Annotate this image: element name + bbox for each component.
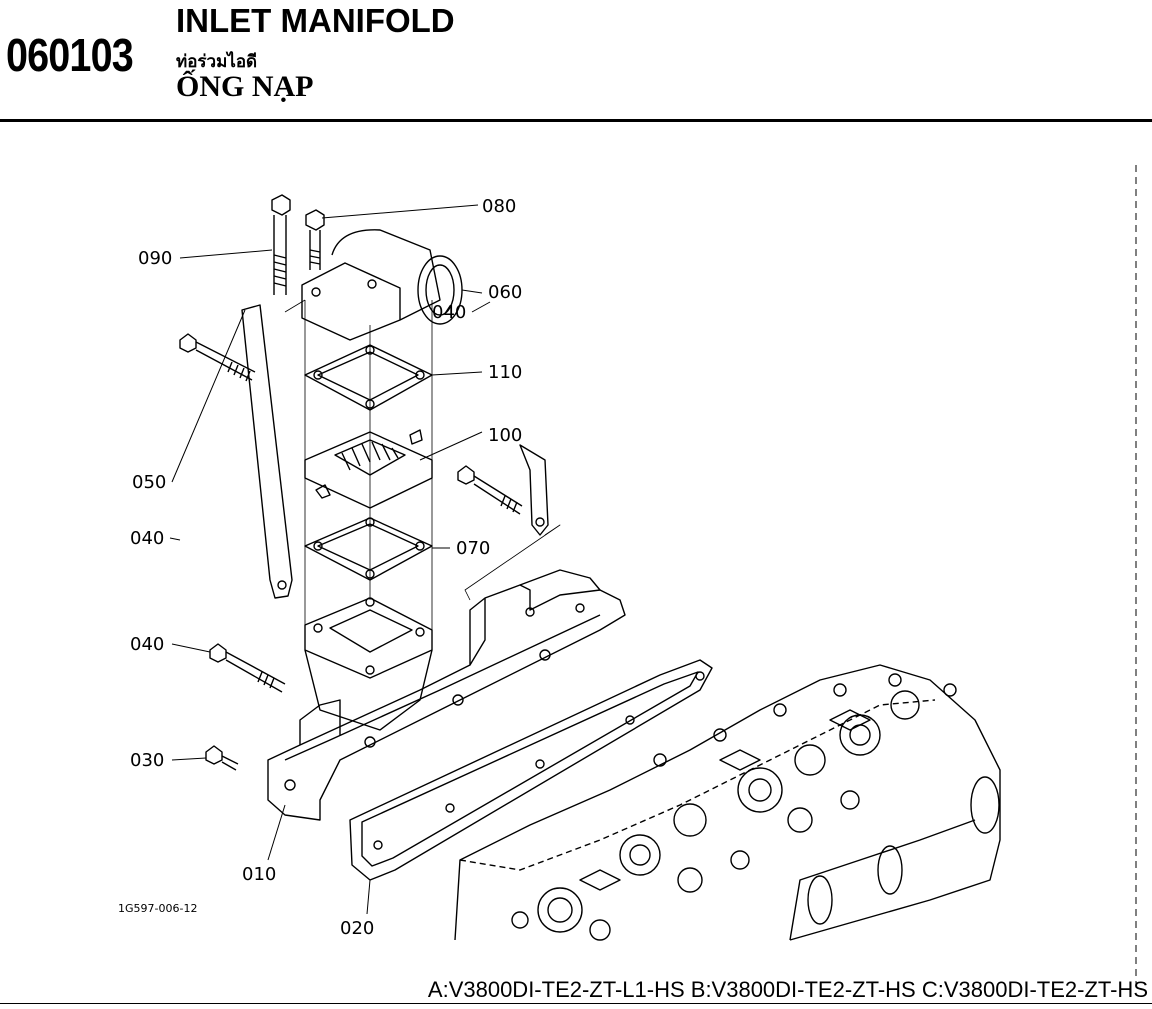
callout-010: 010	[242, 864, 276, 885]
model-applicability: A:V3800DI-TE2-ZT-L1-HS B:V3800DI-TE2-ZT-…	[427, 977, 1148, 1002]
callout-070: 070	[456, 538, 490, 559]
title-vietnamese: ỐNG NẠP	[176, 70, 314, 103]
gasket-020-drawing	[349, 659, 713, 881]
bracket-050-drawing	[241, 304, 293, 599]
bolt-040-drawing-b	[209, 643, 286, 693]
header-rule	[0, 119, 1152, 122]
bracket-right-drawing	[464, 444, 561, 601]
page-code: 060103	[6, 29, 134, 81]
bolt-030-drawing	[205, 745, 239, 771]
callout-040-lower: 040	[130, 634, 164, 655]
bolt-040-drawing-c	[457, 465, 523, 515]
diagram-reference-code: 1G597-006-12	[118, 902, 198, 915]
leader-lines	[169, 204, 491, 915]
gasket-110-drawing	[304, 344, 433, 411]
title-english: INLET MANIFOLD	[176, 2, 455, 39]
bolt-080-drawing	[305, 209, 325, 270]
bolt-090-drawing	[271, 194, 291, 295]
callout-050: 050	[132, 472, 166, 493]
callout-060: 060	[488, 282, 522, 303]
footer-rule	[0, 1003, 1152, 1004]
inlet-elbow-060-drawing	[301, 229, 463, 341]
callout-040-upper: 040	[130, 528, 164, 549]
heater-100-drawing	[304, 429, 433, 509]
callout-100: 100	[488, 425, 522, 446]
callout-030: 030	[130, 750, 164, 771]
title-thai: ท่อร่วมไอดี	[176, 52, 258, 72]
alignment-lines	[304, 300, 433, 640]
gasket-070-drawing	[304, 517, 433, 581]
callout-090: 090	[138, 248, 172, 269]
cylinder-head-drawing	[454, 664, 1001, 941]
callout-040-right: 040	[432, 302, 466, 323]
callout-080: 080	[482, 196, 516, 217]
callout-110: 110	[488, 362, 522, 383]
inlet-manifold-010-drawing	[267, 569, 626, 821]
callout-020: 020	[340, 918, 374, 939]
